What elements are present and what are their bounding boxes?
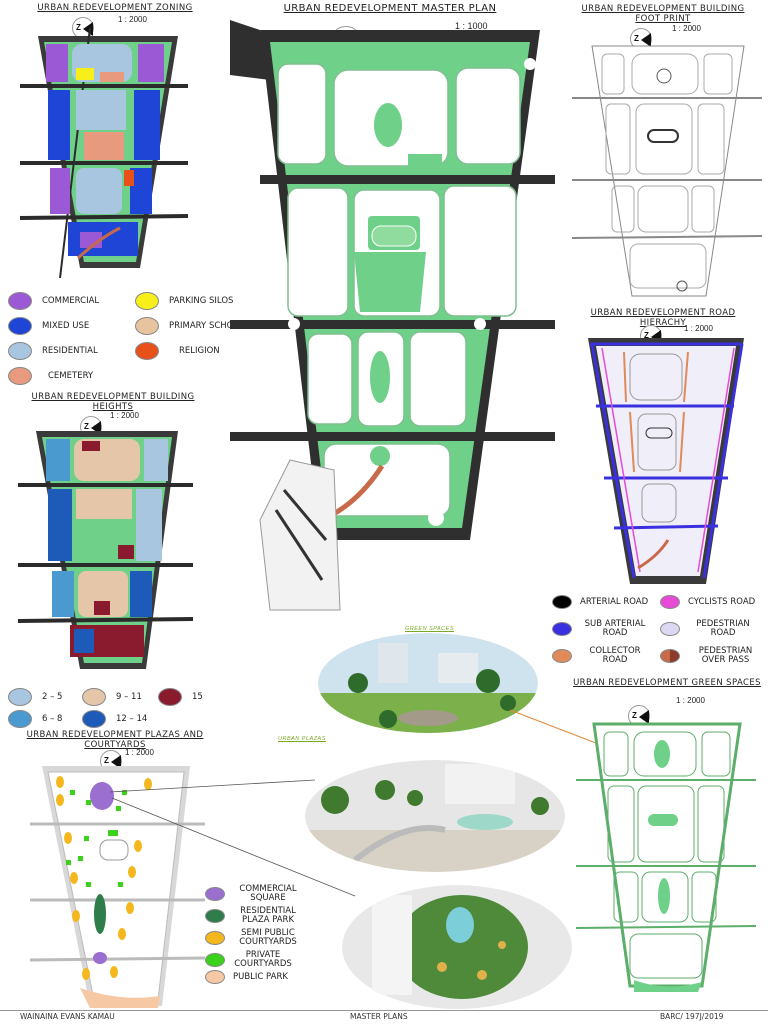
road-legend-overpass: PEDESTRIAN OVER PASS [660, 647, 763, 665]
public-park-swatch [205, 970, 225, 984]
road-scale: 1 : 2000 [684, 324, 713, 333]
footprint-plan [572, 45, 762, 297]
master-scale: 1 : 1000 [455, 21, 488, 31]
h-6-8-swatch [8, 710, 32, 728]
pedestrian-swatch [660, 622, 680, 636]
heights-scale: 1 : 2000 [110, 411, 139, 420]
collector-swatch [552, 649, 572, 663]
footprint-scale: 1 : 2000 [672, 24, 701, 33]
heights-legend-2-5: 2 – 5 [8, 688, 62, 706]
private-swatch [205, 953, 225, 967]
road-legend-arterial: ARTERIAL ROAD [552, 595, 648, 609]
plaza-legend-semi-public: SEMI PUBLIC COURTYARDS [205, 929, 303, 947]
zoning-plan [20, 28, 188, 278]
road-legend-collector: COLLECTOR ROAD [552, 647, 650, 665]
h-9-11-swatch [82, 688, 106, 706]
h-2-5-swatch [8, 688, 32, 706]
master-plan [230, 20, 555, 611]
green-scale: 1 : 2000 [676, 696, 705, 705]
mixed-use-swatch [8, 317, 32, 335]
plazas-plan [30, 766, 205, 1008]
heights-legend-6-8: 6 – 8 [8, 710, 62, 728]
plazas-title: URBAN REDEVELOPMENT PLAZAS AND COURTYARD… [26, 730, 204, 750]
zoning-legend-mixed-use: MIXED USE [8, 317, 89, 335]
zoning-legend-school: PRIMARY SCHOOL [135, 317, 245, 335]
road-legend-cyclists: CYCLISTS ROAD [660, 595, 755, 609]
green-spaces-photo-label: GREEN SPACES [405, 626, 454, 632]
plazas-scale: 1 : 2000 [125, 748, 154, 757]
zoning-legend-commercial: COMMERCIAL [8, 292, 99, 310]
footer-sheet-title: MASTER PLANS [350, 1012, 408, 1021]
heights-title: URBAN REDEVELOPMENT BUILDING HEIGHTS [31, 392, 195, 412]
zoning-legend-religion: RELIGION [135, 342, 220, 360]
road-legend-pedestrian: PEDESTRIAN ROAD [660, 620, 758, 638]
religion-swatch [135, 342, 159, 360]
green-spaces-render-image [318, 633, 538, 733]
zoning-scale: 1 : 2000 [118, 15, 147, 24]
sub-arterial-swatch [552, 622, 572, 636]
road-legend-sub-arterial: SUB ARTERIAL ROAD [552, 620, 650, 638]
plaza-legend-public-park: PUBLIC PARK [205, 970, 288, 984]
urban-plaza-render-image [305, 760, 565, 872]
parking-swatch [135, 292, 159, 310]
road-title: URBAN REDEVELOPMENT ROAD HIERACHY [590, 308, 736, 328]
green-title: URBAN REDEVELOPMENT GREEN SPACES [573, 678, 761, 688]
zoning-legend-cemetery: CEMETERY [8, 367, 93, 385]
courtyard-aerial-render-image [342, 885, 572, 1009]
heights-legend-15: 15 [158, 688, 203, 706]
master-title: URBAN REDEVELOPMENT MASTER PLAN [283, 3, 497, 14]
semi-public-swatch [205, 931, 225, 945]
road-plan [588, 338, 744, 584]
heights-plan [18, 431, 193, 669]
overpass-swatch [660, 649, 680, 663]
green-plan [576, 722, 756, 992]
school-swatch [135, 317, 159, 335]
commercial-square-swatch [205, 887, 225, 901]
residential-swatch [8, 342, 32, 360]
residential-plaza-swatch [205, 909, 225, 923]
zoning-legend-residential: RESIDENTIAL [8, 342, 98, 360]
heights-legend-12-14: 12 – 14 [82, 710, 147, 728]
zoning-title: URBAN REDEVELOPMENT ZONING [37, 3, 193, 13]
footprint-title: URBAN REDEVELOPMENT BUILDING FOOT PRINT [581, 4, 745, 24]
h-12-14-swatch [82, 710, 106, 728]
heights-legend-9-11: 9 – 11 [82, 688, 142, 706]
h-15-swatch [158, 688, 182, 706]
arterial-swatch [552, 595, 572, 609]
zoning-legend-parking: PARKING SILOS [135, 292, 233, 310]
footer-author: WAINAINA EVANS KAMAU [20, 1012, 115, 1021]
urban-plazas-photo-label: URBAN PLAZAS [278, 736, 326, 742]
commercial-swatch [8, 292, 32, 310]
cemetery-swatch [8, 367, 32, 385]
footer-code: BARC/ 197J/2019 [660, 1012, 724, 1021]
footer-divider [0, 1010, 768, 1011]
plaza-legend-private: PRIVATE COURTYARDS [205, 951, 293, 969]
plaza-legend-residential-plaza: RESIDENTIAL PLAZA PARK [205, 907, 303, 925]
plaza-legend-commercial-square: COMMERCIAL SQUARE [205, 885, 303, 903]
cyclists-swatch [660, 595, 680, 609]
